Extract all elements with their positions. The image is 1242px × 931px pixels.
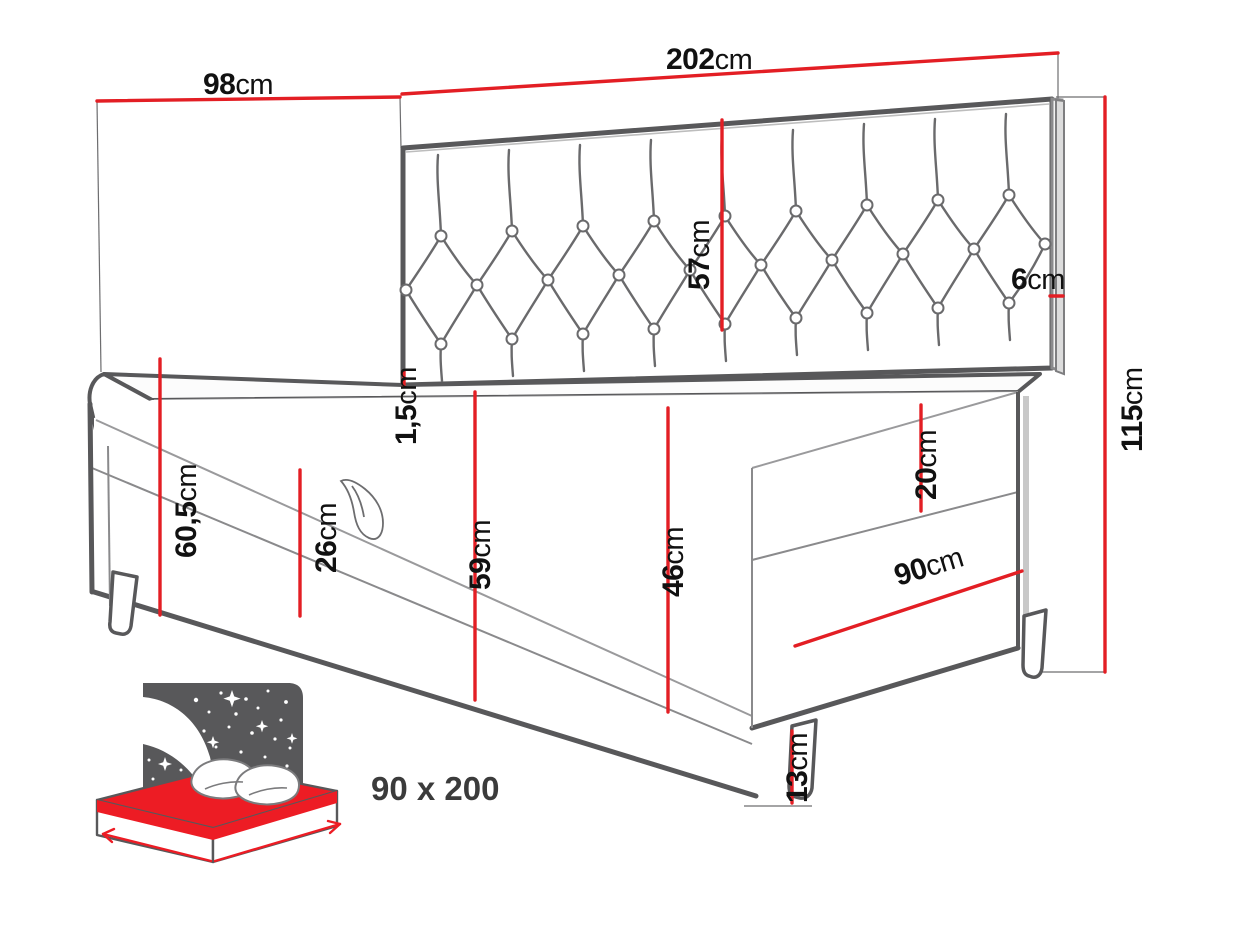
- dimension-unit-1_5: cm: [391, 367, 423, 405]
- dimline-98cm: [95, 95, 402, 103]
- dimension-unit-115: cm: [1117, 367, 1149, 406]
- dimension-value-6: 6: [1011, 263, 1028, 296]
- drawer-handle-strap: [339, 478, 384, 540]
- dimension-unit-57: cm: [684, 219, 716, 258]
- headboard-right-post: [1055, 98, 1065, 376]
- dimension-unit-20: cm: [911, 429, 943, 468]
- bed-base-front-face: [749, 391, 1029, 731]
- dimension-unit-13: cm: [782, 732, 814, 771]
- dimension-value-46: 46: [657, 564, 690, 597]
- bed-with-starry-night-icon: [95, 683, 342, 864]
- dimension-unit-202: cm: [714, 44, 753, 76]
- dimline-202cm: [400, 51, 1060, 96]
- dimension-unit-46: cm: [658, 526, 690, 565]
- dimension-label-98cm: 98cm: [203, 68, 274, 101]
- dimension-label-60_5cm: 60,5cm: [170, 463, 203, 558]
- dimension-value-98: 98: [203, 68, 236, 101]
- dimline-90cm: [793, 569, 1024, 648]
- dimension-unit-59: cm: [465, 519, 497, 558]
- dimension-unit-98: cm: [235, 69, 274, 101]
- dimension-unit-60_5: cm: [171, 463, 203, 502]
- mattress-size-label: 90 x 200: [371, 770, 500, 807]
- dimension-value-115: 115: [1116, 405, 1149, 452]
- dimension-value-60_5: 60,5: [170, 501, 203, 558]
- dimension-label-57cm: 57cm: [683, 219, 716, 290]
- dimension-value-202: 202: [666, 43, 715, 76]
- dimension-unit-6: cm: [1027, 264, 1065, 296]
- dimension-label-115cm: 115cm: [1116, 367, 1149, 452]
- dimension-label-46cm: 46cm: [657, 526, 690, 597]
- dimension-value-20: 20: [910, 467, 943, 500]
- dimension-unit-26: cm: [311, 502, 343, 541]
- dimension-value-1_5: 1,5: [390, 404, 423, 445]
- dimension-value-59: 59: [464, 557, 497, 590]
- dimension-value-26: 26: [310, 540, 343, 573]
- dimension-value-57: 57: [683, 257, 716, 290]
- tufting-buttons: [399, 188, 1052, 351]
- dimension-label-20cm: 20cm: [910, 429, 943, 500]
- bed-legs: [108, 570, 1048, 800]
- dimension-lines: [95, 51, 1107, 805]
- dimension-label-6cm: 6cm: [1011, 265, 1065, 295]
- dimension-label-26cm: 26cm: [310, 502, 343, 573]
- dimension-label-202cm: 202cm: [666, 43, 753, 76]
- dimension-label-13cm: 13cm: [781, 732, 814, 803]
- dimension-value-13: 13: [781, 770, 814, 803]
- dimension-label-59cm: 59cm: [464, 519, 497, 590]
- headboard: [400, 96, 1064, 388]
- dimension-label-1_5cm: 1,5cm: [390, 367, 423, 445]
